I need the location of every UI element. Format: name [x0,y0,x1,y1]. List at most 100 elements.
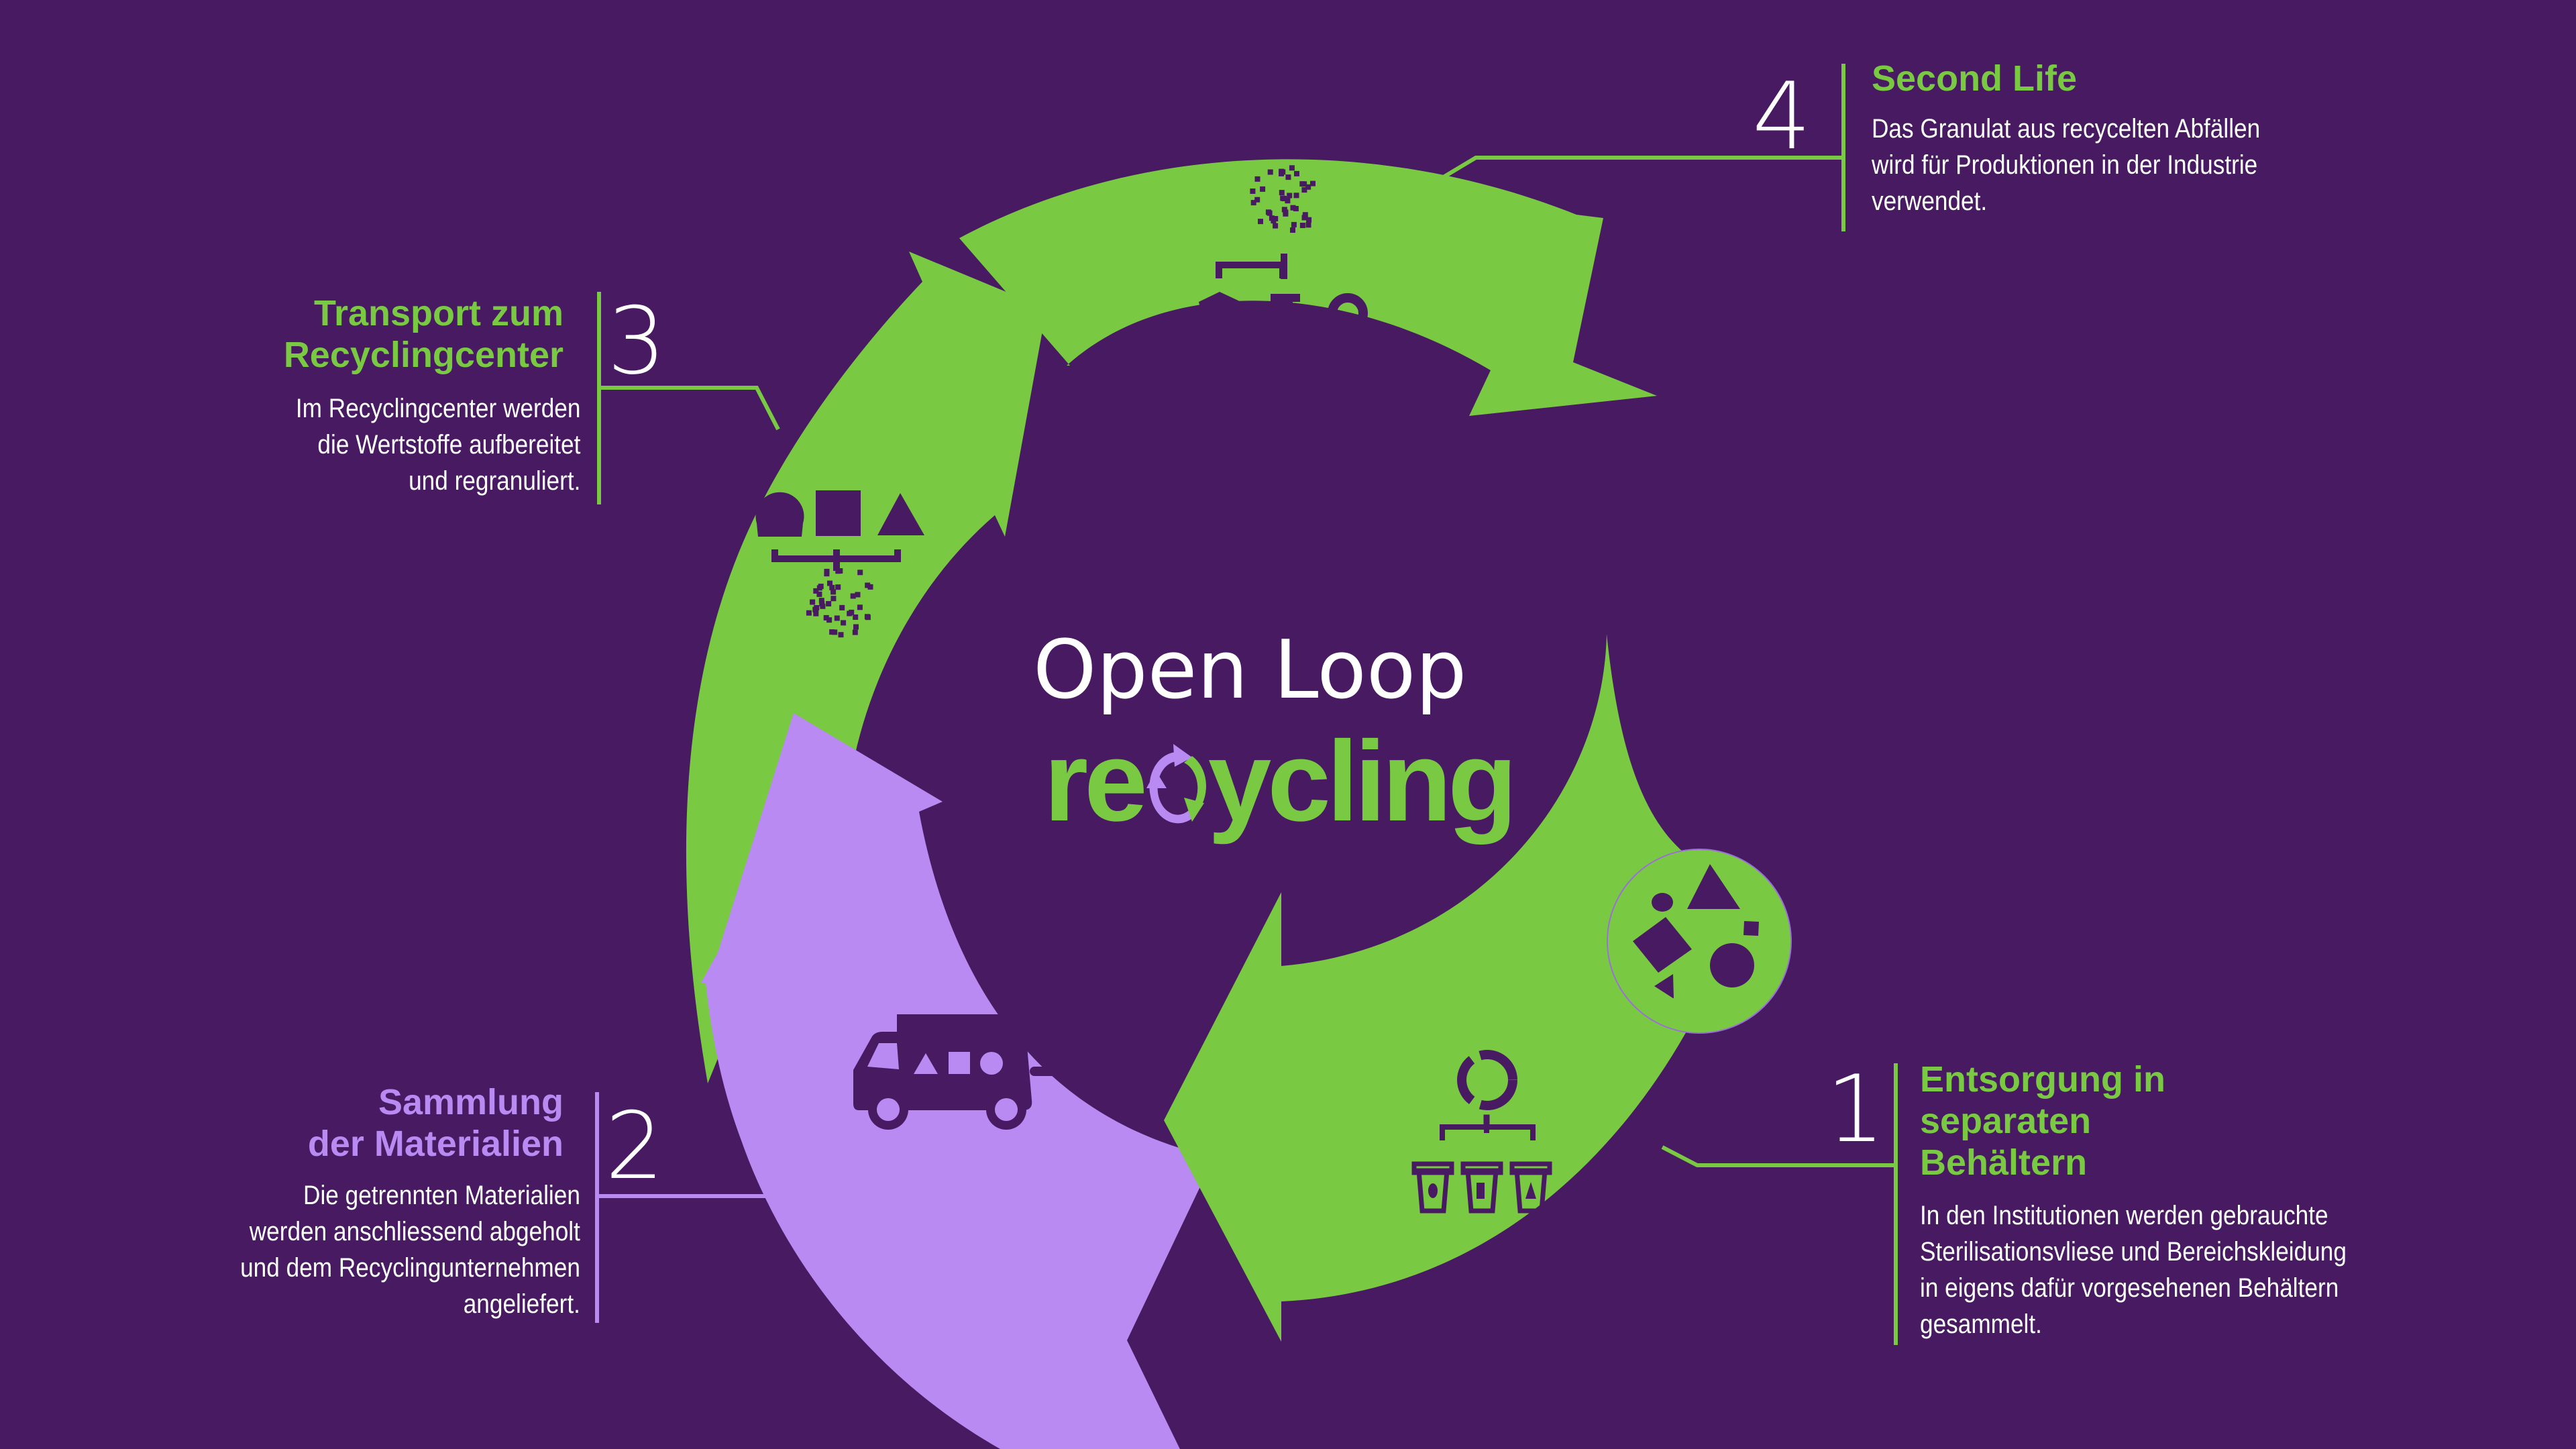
step-4-desc-line: verwendet. [1872,186,1988,216]
step-2-title: Sammlung der Materialien [308,1081,564,1165]
granule [850,593,856,599]
granule [857,604,863,610]
granule [1273,223,1279,229]
step-1-description: In den Institutionen werden gebrauchte S… [1920,1197,2347,1342]
connector-step-4 [1441,156,1841,180]
granule [839,604,845,610]
granule [832,629,838,635]
granule [1310,180,1316,186]
step-4-title: Second Life [1872,58,2077,99]
granule [810,599,816,605]
granule [1260,186,1266,192]
step-2-title-line: der Materialien [307,1124,564,1164]
granule [1302,212,1308,218]
step-2-desc-line: Die getrennten Materialien [303,1181,580,1210]
granule [1299,223,1305,228]
step-3-title: Transport zum Recyclingcenter [284,292,564,376]
granule [816,591,822,597]
diagram-title-line2: re ycling [1044,724,1517,839]
step-1-title-line: separaten [1920,1101,2092,1141]
step-3-desc-line: Im Recyclingcenter werden [295,394,580,423]
step-1-title: Entsorgung in separaten Behältern [1920,1059,2165,1183]
granule [857,570,863,576]
granule [867,584,873,590]
step-2-desc-line: und dem Recyclingunternehmen [240,1253,580,1283]
step-3-description: Im Recyclingcenter werden die Wertstoffe… [295,390,580,499]
granule [1293,206,1299,211]
step-2-desc-line: angeliefert. [463,1289,580,1319]
granule [1301,215,1307,221]
granule [814,605,820,610]
step-1-title-line: Entsorgung in [1920,1059,2165,1099]
granule [1285,198,1291,204]
step-1-title-line: Behältern [1920,1142,2088,1183]
granule [847,610,853,616]
step-4-number: 4 [1752,62,1811,170]
connector-step-1 [1661,1145,1896,1167]
granule [826,617,833,623]
granule [1305,184,1311,190]
granule [1258,219,1263,225]
granule [1281,196,1287,201]
granule [1289,165,1295,171]
granule [813,588,819,594]
granule [1290,205,1296,211]
granule [1306,217,1312,223]
granule [824,568,830,574]
granulate-to-products-icon [1199,254,1368,333]
granule [819,600,825,606]
recycle-arrows-icon [1144,743,1208,824]
granule [829,629,835,635]
granule [834,615,840,621]
granule [1299,181,1305,187]
granule [1301,187,1307,193]
granule [1267,169,1273,175]
granule [826,601,832,606]
regranulation-icon [755,490,924,571]
granule [813,610,819,616]
step-1-desc-line: In den Institutionen werden gebrauchte [1920,1201,2328,1230]
granule [1293,193,1299,199]
granule [841,620,847,626]
step-2-title-line: Sammlung [378,1082,564,1122]
step-4-desc-line: Das Granulat aus recycelten Abfällen [1872,114,2261,144]
granule [835,568,841,574]
step-1-desc-line: in eigens dafür vorgesehenen Behältern [1920,1273,2339,1303]
arrow-step-1 [1164,634,1751,1342]
granulate-cluster-step4 [1250,165,1316,233]
connector-step-3 [600,386,780,431]
granule [818,584,824,590]
granule [838,632,844,638]
granule [829,584,835,590]
granule [818,598,824,604]
title-prefix: re [1044,718,1148,845]
step-2-desc-line: werden anschliessend abgeholt [249,1217,580,1246]
granule [865,582,871,588]
granule [830,596,837,602]
delivery-truck-icon [853,1014,1073,1130]
title-suffix: ycling [1208,718,1517,845]
granule [1254,176,1260,182]
granule [1290,227,1295,233]
step-2-number: 2 [605,1092,664,1200]
granule [1305,222,1311,228]
granule [855,592,861,598]
granule [865,614,871,621]
granule [853,614,859,620]
granule [806,610,812,616]
sorting-bins-icon [1411,1050,1552,1214]
granule [1279,168,1285,174]
step-4-title-line: Second Life [1872,58,2078,99]
granule [1269,215,1275,221]
granule [1254,197,1260,203]
connector-step-2 [597,1165,896,1198]
step-3-desc-line: die Wertstoffe aufbereitet [317,430,580,460]
granule [1279,190,1285,196]
granule [1285,174,1291,180]
step-3-number: 3 [607,287,666,395]
granule [1287,193,1293,199]
granule [852,629,858,635]
step-4-description: Das Granulat aus recycelten Abfällen wir… [1872,111,2260,219]
